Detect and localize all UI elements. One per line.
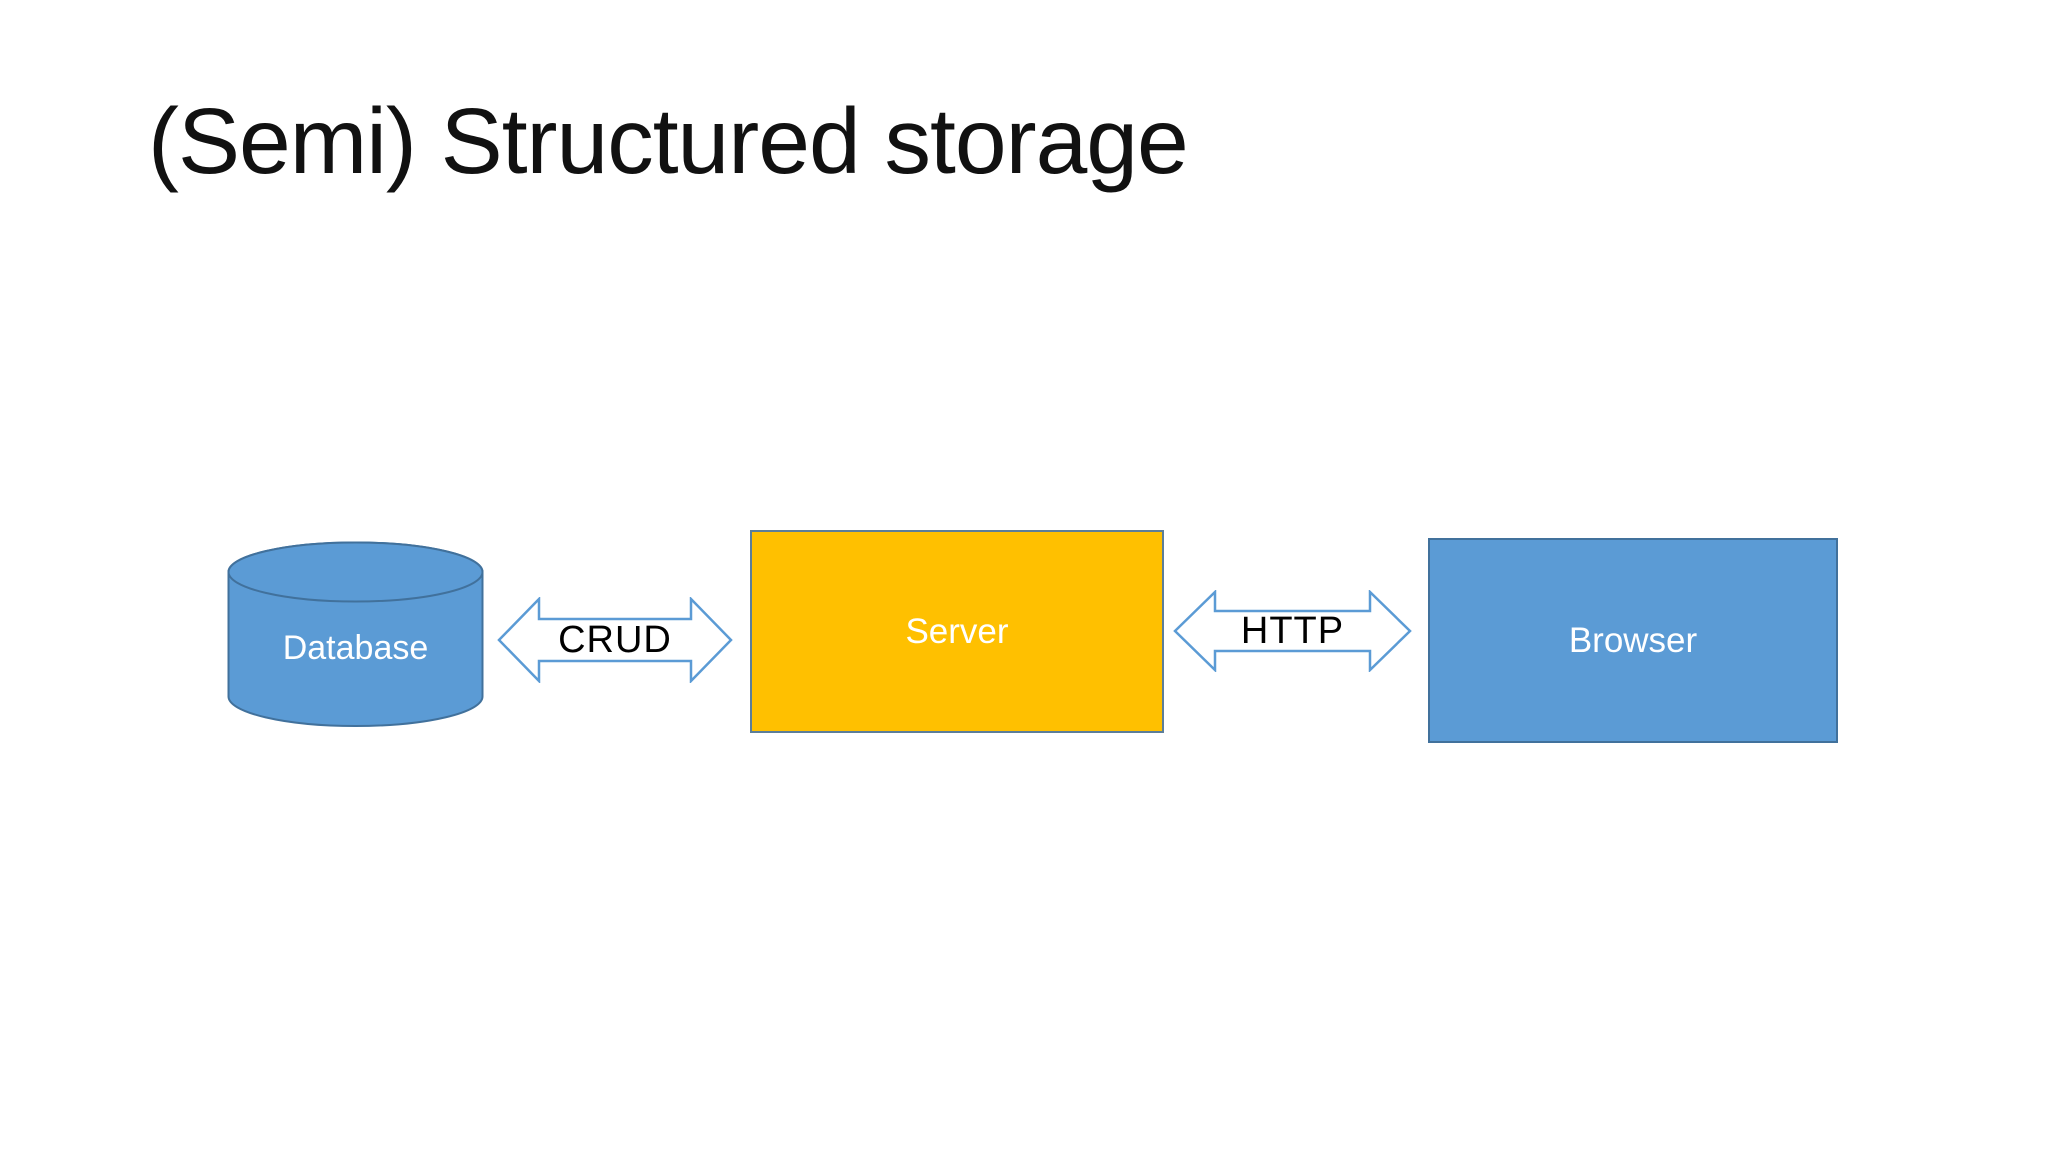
- browser-label: Browser: [1568, 620, 1698, 660]
- server-label: Server: [905, 611, 1009, 651]
- slide-title: (Semi) Structured storage: [148, 89, 1189, 193]
- http-connector: HTTP: [1173, 590, 1412, 672]
- database-node: Database: [227, 541, 484, 728]
- double-arrow-icon: [1173, 590, 1412, 672]
- server-node: Server: [750, 530, 1164, 733]
- http-label: HTTP: [1240, 609, 1345, 652]
- double-arrow-icon: [497, 597, 733, 683]
- crud-label: CRUD: [558, 618, 672, 661]
- database-cylinder-icon: [227, 541, 484, 727]
- crud-connector: CRUD: [497, 597, 733, 683]
- browser-node: Browser: [1428, 538, 1838, 743]
